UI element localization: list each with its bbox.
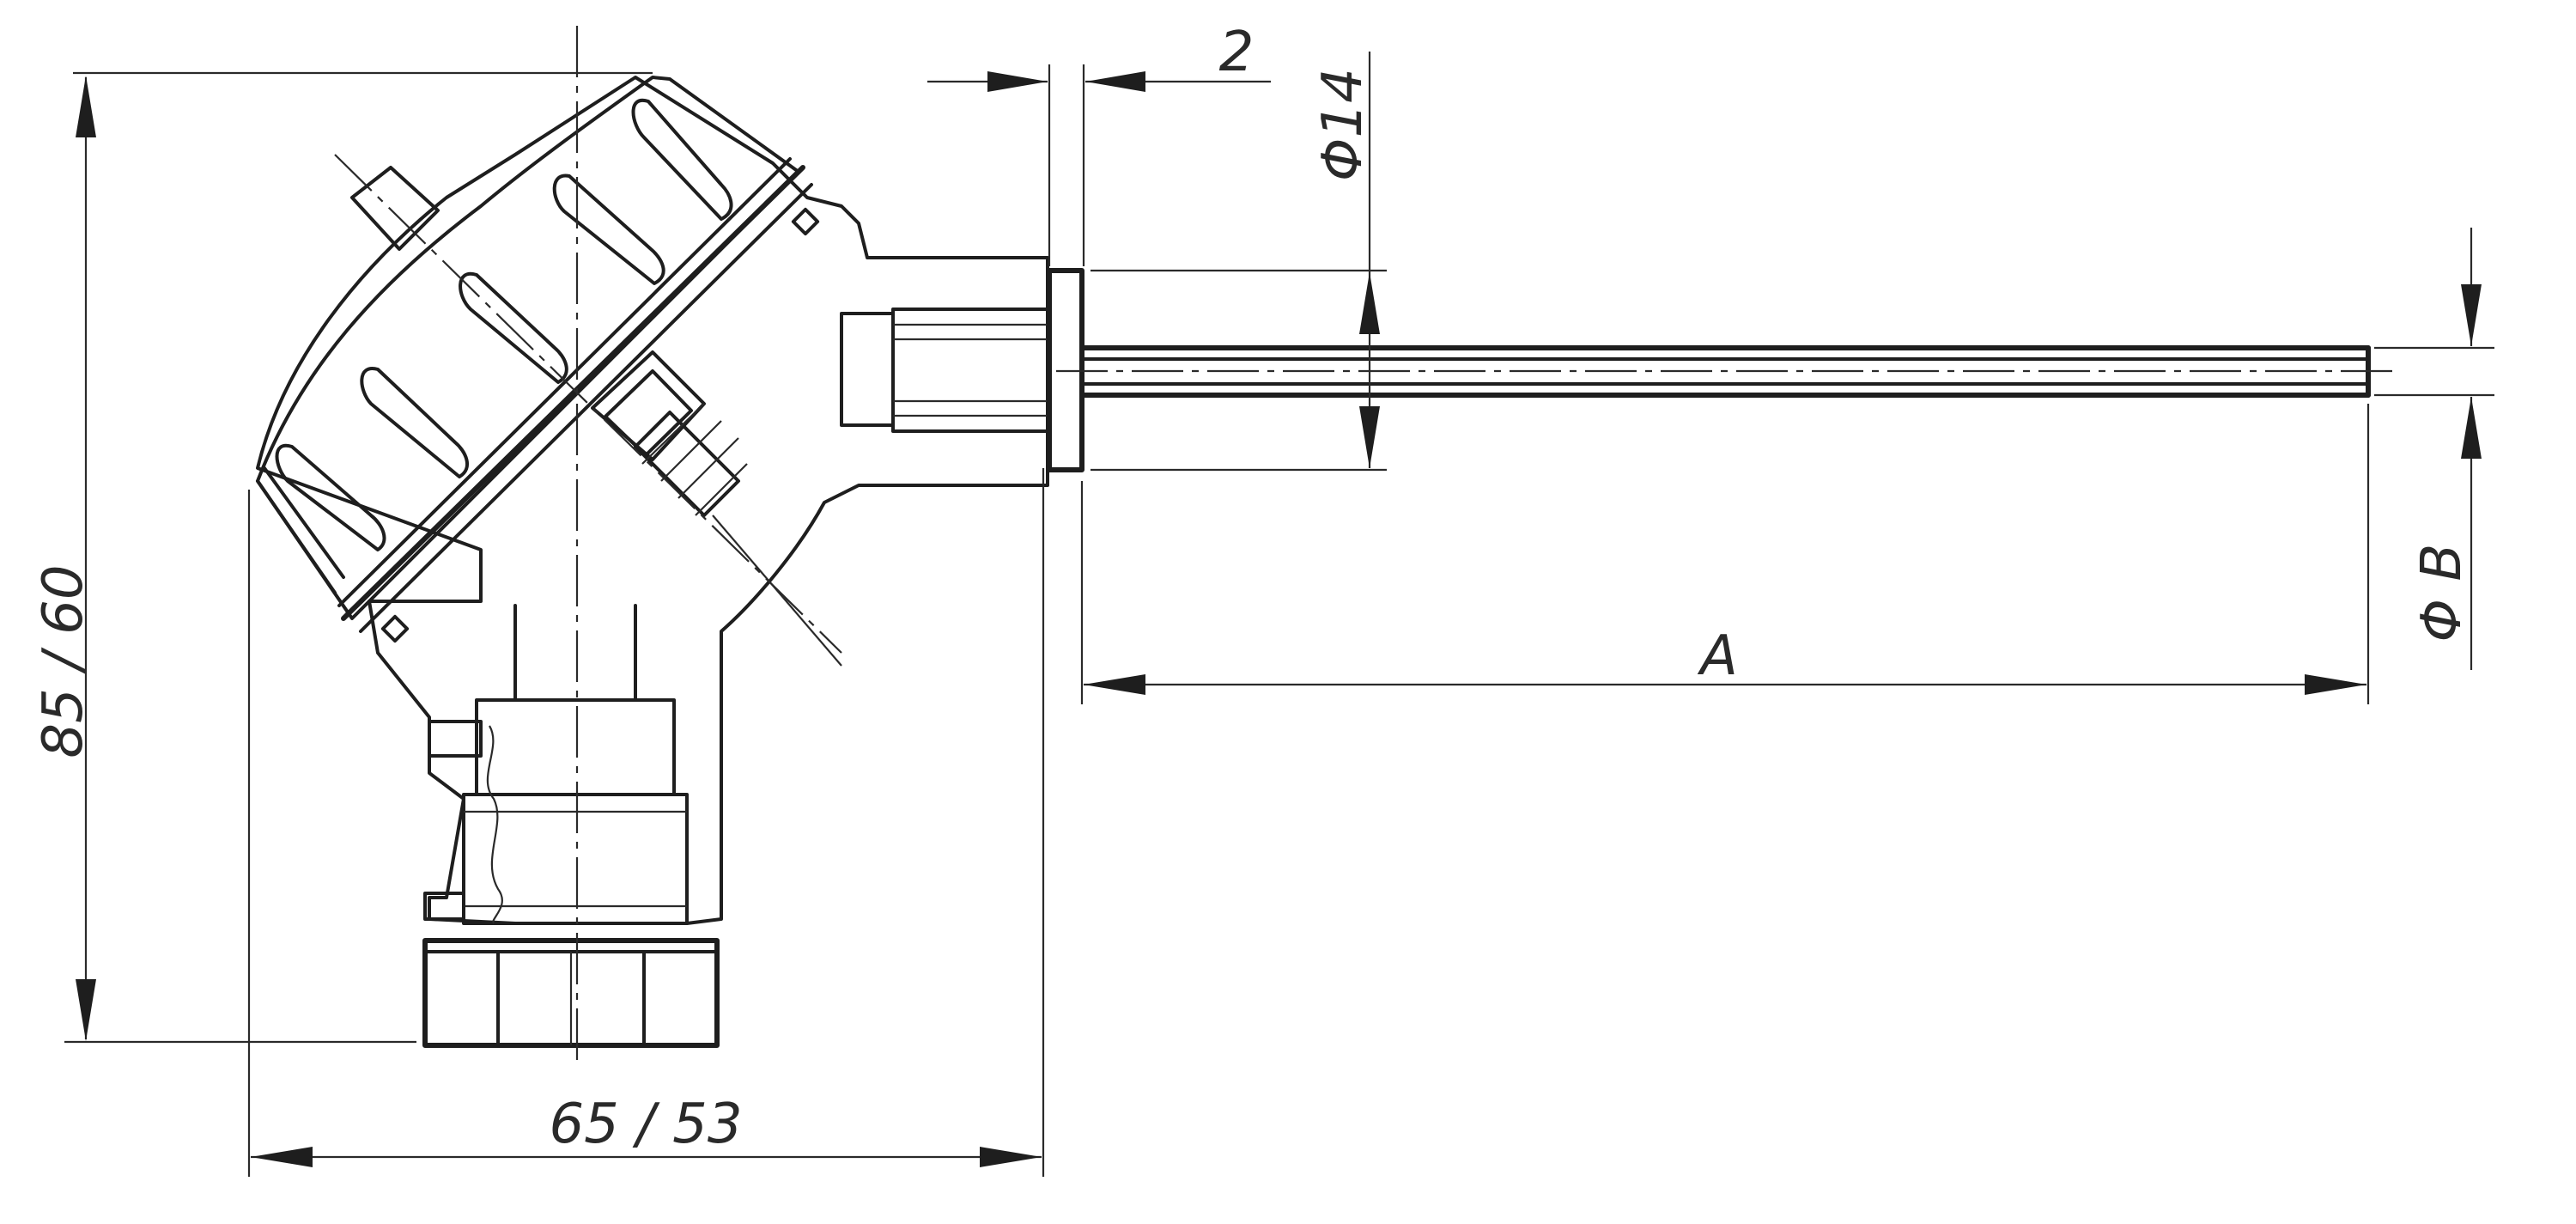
cable-gland [422, 604, 720, 1048]
arrow-probe-dia-top [2461, 284, 2482, 346]
dim-height-label: 85 / 60 [32, 564, 95, 758]
arrow-width-left [251, 1147, 313, 1167]
dim-probe-diameter: Φ B [2374, 228, 2494, 670]
leader-diagonal [712, 515, 842, 667]
dim-width-label: 65 / 53 [549, 1093, 742, 1156]
gland-body [475, 698, 676, 796]
neck-outer [840, 312, 895, 427]
cover-outline [256, 76, 800, 620]
arrow-flange-left [987, 71, 1048, 92]
dim-flange-diameter-label: Φ14 [1311, 68, 1375, 181]
housing-body [256, 76, 1049, 925]
dim-flange-thickness: 2 [927, 21, 1271, 266]
gasket-corner-bottom [380, 614, 410, 643]
arrow-height-top [76, 76, 96, 137]
dim-probe-length: A [1080, 404, 2370, 704]
arrow-flange-dia-top [1359, 272, 1380, 334]
probe-sheath [1056, 345, 2396, 398]
dim-width: 65 / 53 [247, 468, 1045, 1177]
cover-lower-lip2 [263, 466, 345, 579]
dim-flange-diameter: Φ14 [1091, 52, 1387, 472]
neck-sleeve [891, 308, 1049, 433]
vent-stub [350, 166, 440, 251]
gland-side-tab [428, 720, 483, 758]
terminal-block [591, 350, 748, 517]
arrow-flange-right [1085, 71, 1145, 92]
dim-flange-thickness-label: 2 [1219, 21, 1255, 84]
head-diagonal-axis [334, 154, 842, 654]
cover-edge-inner2 [337, 157, 792, 607]
gland-lower-tab [423, 892, 465, 921]
cover-lower-lip [256, 479, 337, 594]
tilted-cover [256, 76, 820, 643]
gasket-corner-top [791, 207, 820, 236]
cover-fins [275, 98, 733, 551]
arrow-width-right [980, 1147, 1042, 1167]
dim-probe-length-label: A [1697, 624, 1738, 688]
arrow-flange-dia-bottom [1359, 406, 1380, 468]
arrow-height-bottom [76, 979, 96, 1041]
dim-height: 85 / 60 [32, 71, 653, 1044]
dim-probe-diameter-label: Φ B [2410, 544, 2474, 642]
gland-nut [462, 793, 689, 925]
cover-edge-inner [359, 183, 813, 633]
arrow-length-left [1084, 674, 1145, 695]
arrow-probe-dia-bottom [2461, 397, 2482, 459]
cover-edge-outer [341, 165, 805, 621]
connection-head [256, 26, 1084, 1065]
arrow-length-right [2305, 674, 2366, 695]
